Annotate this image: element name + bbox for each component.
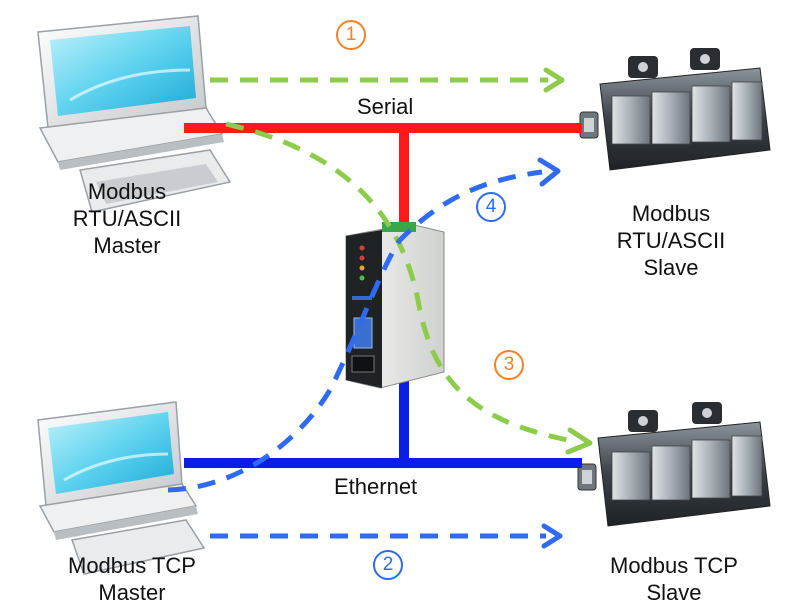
rtu-master-line-1: Modbus <box>87 179 167 204</box>
tcp-master-computer-icon <box>37 401 206 575</box>
path-3-badge: 3 <box>494 350 524 380</box>
tcp-master-label: Modbus TCP Master <box>42 552 222 606</box>
arrowhead-2-icon <box>541 523 563 549</box>
serial-bus <box>184 123 582 226</box>
rtu-master-computer-icon <box>37 15 232 213</box>
gateway-device-icon <box>345 222 445 389</box>
tcp-slave-label: Modbus TCP Slave <box>584 552 764 606</box>
arrowhead-1-icon <box>543 67 565 93</box>
path-1-badge: 1 <box>336 20 366 50</box>
path-3-arrow <box>225 121 569 443</box>
tcp-master-line-1: Modbus TCP <box>68 553 196 578</box>
rtu-master-line-3: Master <box>93 233 161 258</box>
tcp-slave-device-icon <box>577 402 771 527</box>
tcp-slave-line-1: Modbus TCP <box>610 553 738 578</box>
path-2-badge: 2 <box>373 550 403 580</box>
tcp-slave-line-2: Slave <box>646 580 702 605</box>
rtu-slave-line-2: RTU/ASCII <box>616 228 726 253</box>
path-4-arrow <box>167 169 543 493</box>
ethernet-bus-label: Ethernet <box>334 474 418 499</box>
rtu-master-label: Modbus RTU/ASCII Master <box>52 178 202 259</box>
rtu-slave-line-3: Slave <box>643 255 699 280</box>
rtu-slave-label: Modbus RTU/ASCII Slave <box>596 200 746 281</box>
arrowhead-3-icon <box>565 427 593 455</box>
ethernet-bus <box>184 370 582 468</box>
serial-bus-label: Serial <box>357 94 414 119</box>
arrowhead-4-icon <box>537 157 561 187</box>
rtu-slave-device-icon <box>579 48 771 171</box>
rtu-slave-line-1: Modbus <box>631 201 711 226</box>
rtu-master-line-2: RTU/ASCII <box>72 206 182 231</box>
tcp-master-line-2: Master <box>98 580 166 605</box>
path-4-badge: 4 <box>476 192 506 222</box>
